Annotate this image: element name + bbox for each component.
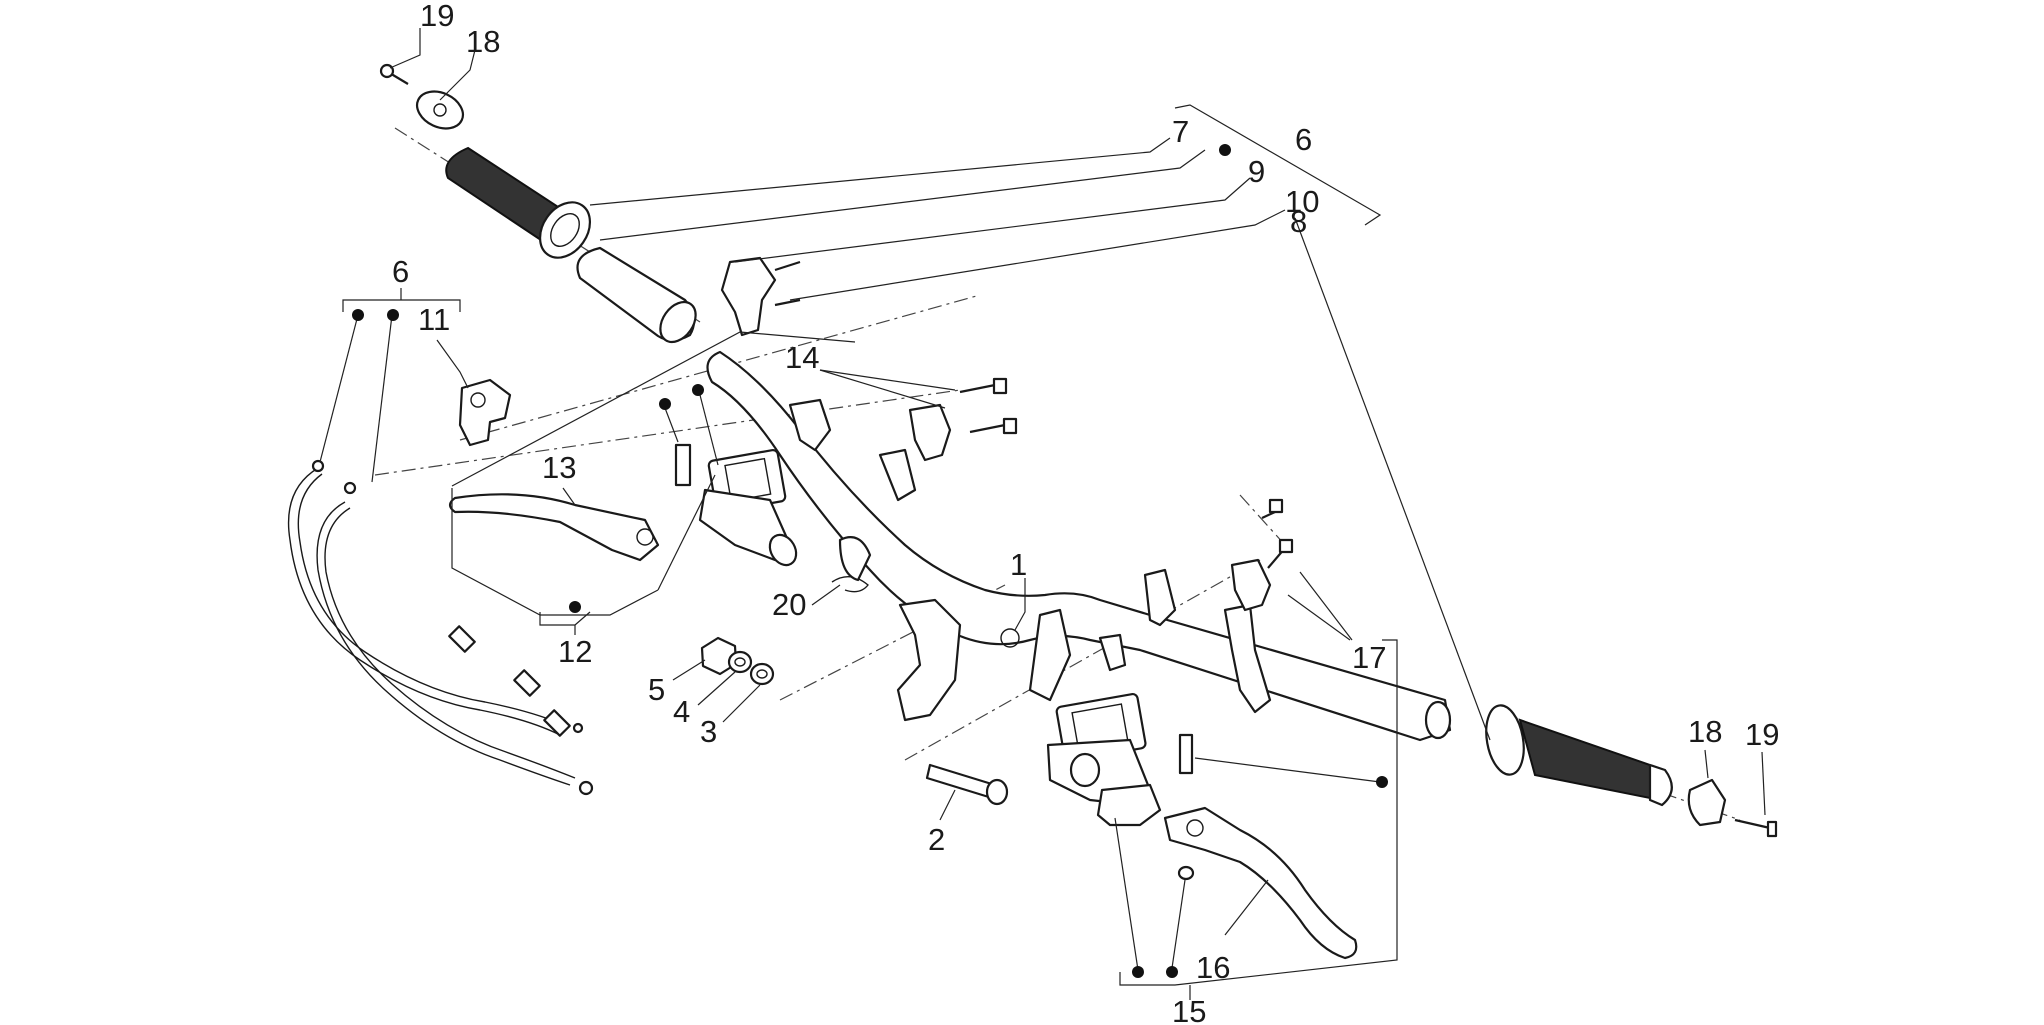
rod-2 xyxy=(925,763,1009,806)
brake-cables xyxy=(287,459,594,796)
callout-1: 1 xyxy=(1010,547,1027,582)
ref-dot xyxy=(1376,776,1388,788)
callout-8: 8 xyxy=(1290,204,1307,239)
callout-6-right: 6 xyxy=(1295,122,1312,157)
callout-7: 7 xyxy=(1172,114,1189,149)
ref-dot xyxy=(692,384,704,396)
callout-3: 3 xyxy=(700,714,717,749)
leader-lines xyxy=(319,28,1766,1000)
throttle-tube xyxy=(576,246,697,344)
left-master-cylinder xyxy=(674,443,798,567)
ref-dot xyxy=(352,309,364,321)
left-end-weight xyxy=(415,90,465,130)
callout-4: 4 xyxy=(673,694,690,729)
callout-14: 14 xyxy=(785,340,819,375)
callout-10: 10 xyxy=(1285,184,1319,219)
callout-20: 20 xyxy=(772,587,806,622)
callout-6-left: 6 xyxy=(392,254,409,289)
callout-13: 13 xyxy=(542,450,576,485)
callout-19-top: 19 xyxy=(420,0,454,33)
left-switch-clamp xyxy=(458,378,512,447)
left-brake-lever xyxy=(448,493,660,562)
washer-4 xyxy=(727,650,753,674)
clamp-screws-17 xyxy=(1230,498,1294,612)
ref-dot xyxy=(569,601,581,613)
clamp-screws-14 xyxy=(908,377,1018,462)
callout-16: 16 xyxy=(1196,950,1230,985)
callout-12: 12 xyxy=(558,634,592,669)
left-grip xyxy=(445,146,592,259)
reference-dots xyxy=(352,144,1388,978)
callout-5: 5 xyxy=(648,672,665,707)
callout-19-right: 19 xyxy=(1745,717,1779,752)
handlebar-tube xyxy=(706,350,1452,742)
ref-dot xyxy=(659,398,671,410)
callout-11: 11 xyxy=(418,302,450,337)
ref-dot xyxy=(387,309,399,321)
ref-dot xyxy=(1219,144,1231,156)
ref-dot xyxy=(1166,966,1178,978)
right-brake-lever xyxy=(1163,806,1358,960)
callout-9: 9 xyxy=(1248,154,1265,189)
callout-17: 17 xyxy=(1352,640,1386,675)
left-end-screw xyxy=(379,63,409,85)
washer-3 xyxy=(749,662,775,686)
callout-18-top: 18 xyxy=(466,24,500,59)
ref-dot xyxy=(1132,966,1144,978)
right-master-cylinder xyxy=(1046,692,1195,881)
right-grip xyxy=(1485,704,1673,807)
throttle-housing xyxy=(720,256,801,337)
callout-15: 15 xyxy=(1172,994,1206,1025)
callout-2: 2 xyxy=(928,822,945,857)
snap-ring-20 xyxy=(831,576,869,593)
right-end-screw xyxy=(1734,818,1778,838)
callout-18-right: 18 xyxy=(1688,714,1722,749)
handlebar-mount-bracket xyxy=(896,568,1272,722)
callout-labels: 19 18 7 6 9 10 8 6 11 14 13 1 20 12 17 5… xyxy=(392,0,1779,1025)
right-end-weight xyxy=(1687,778,1727,827)
